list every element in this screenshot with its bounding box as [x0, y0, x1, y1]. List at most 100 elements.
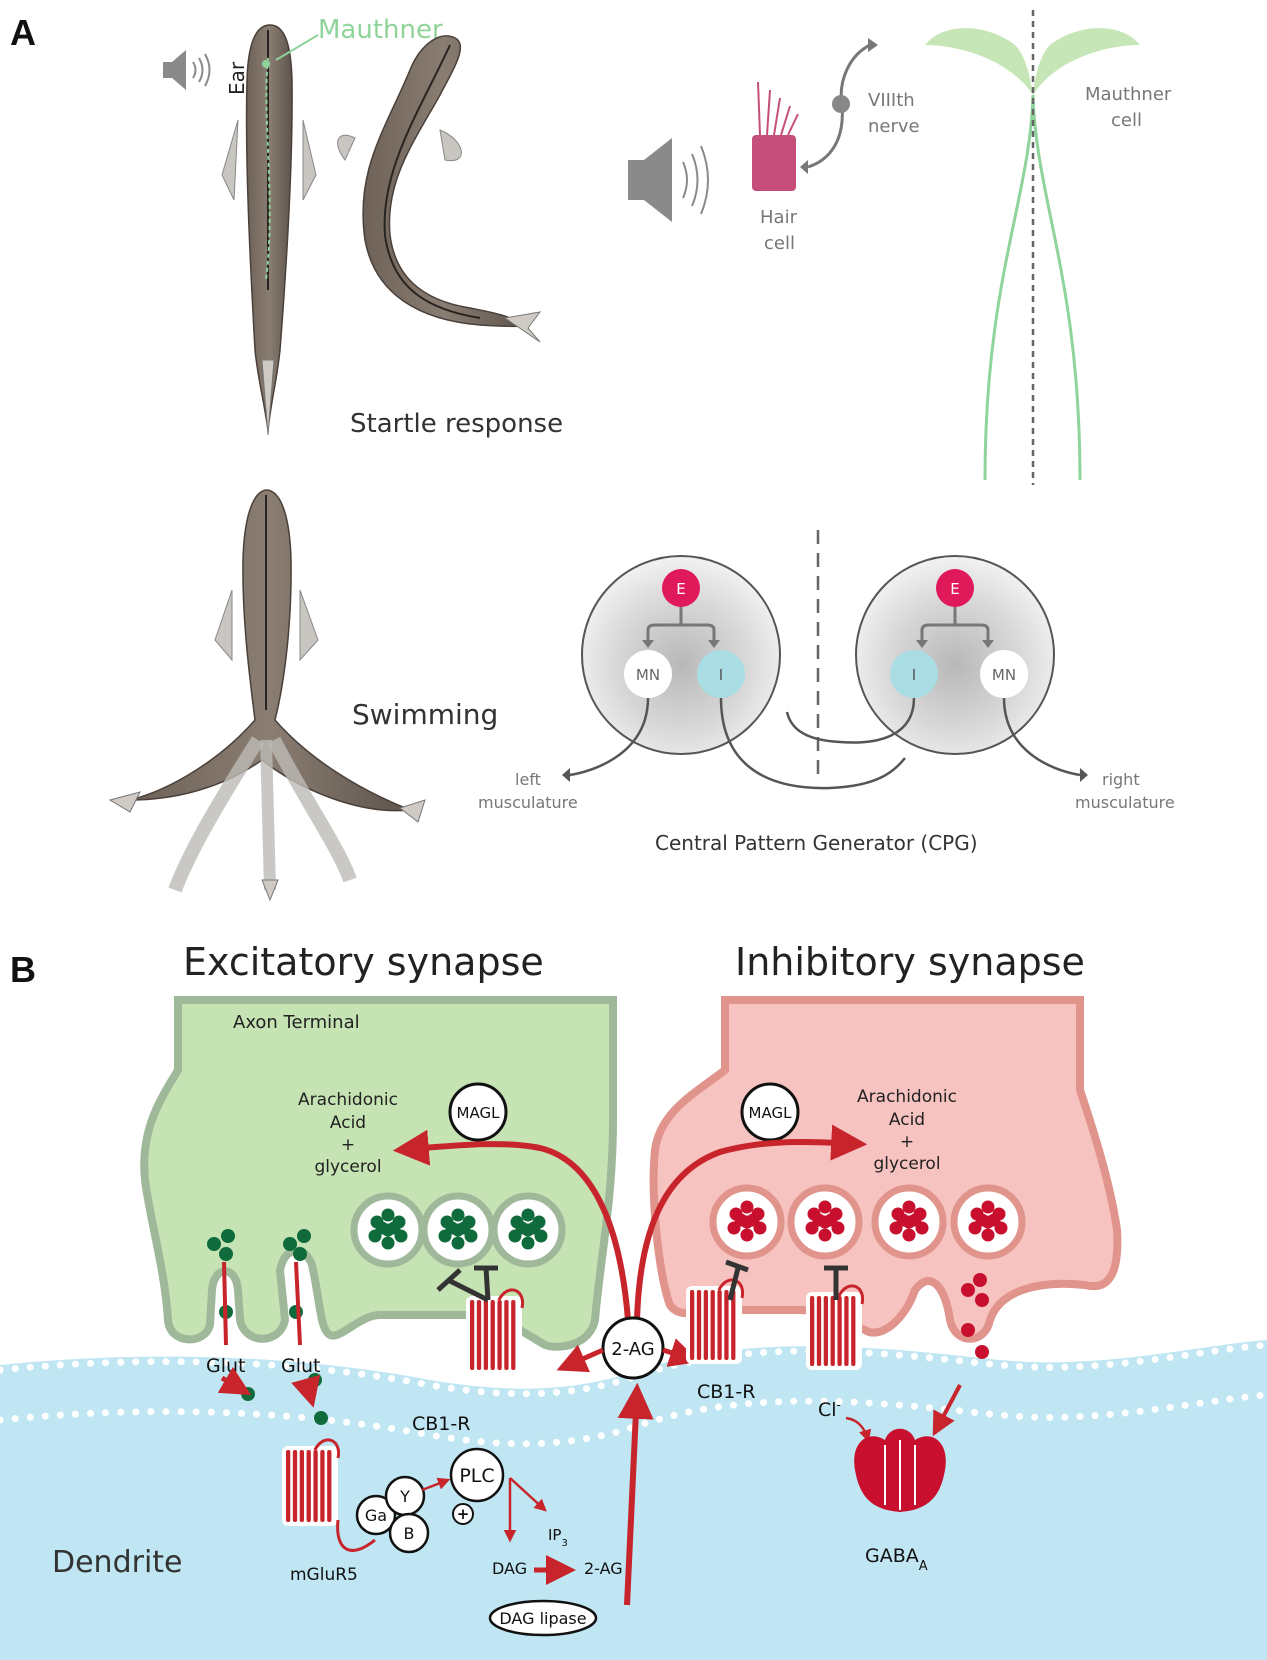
transmitter-dot [283, 1237, 297, 1251]
right-musculature-line1: right [1102, 770, 1140, 789]
transmitter-dot [975, 1293, 989, 1307]
transmitter-dot [973, 1273, 987, 1287]
transmitter-dot [457, 1221, 471, 1235]
arachidonic-left-1: Arachidonic [298, 1090, 398, 1110]
transmitter-dot [381, 1236, 395, 1250]
excitatory-title: Excitatory synapse [183, 940, 544, 984]
transmitter-dot [521, 1208, 535, 1222]
transmitter-dot [740, 1228, 754, 1242]
transmitter-dot [527, 1221, 541, 1235]
curled-fish [337, 35, 542, 343]
svg-text:MN: MN [636, 666, 660, 684]
cb1r-inhibit-right-b [824, 1265, 848, 1300]
svg-text:I: I [912, 666, 916, 684]
left-musculature-line2: musculature [478, 793, 578, 812]
dag-lipase [488, 1599, 598, 1637]
hair-cell [752, 81, 799, 191]
svg-text:DAG lipase: DAG lipase [499, 1609, 586, 1628]
mglur5-label: mGluR5 [290, 1565, 358, 1585]
cb1r-receptor-right-a [686, 1278, 745, 1364]
viiith-nerve-line1: VIIIth [868, 90, 915, 111]
axon-terminal-label: Axon Terminal [233, 1012, 360, 1033]
glut-label-left: Glut [206, 1355, 246, 1377]
transmitter-dot [824, 1213, 838, 1227]
panel-b: B Excitatory synapse Inhibitory synapse … [0, 940, 1267, 1660]
mauthner-axon-line [265, 57, 271, 281]
startle-label: Startle response [350, 409, 563, 439]
cpg-left-e [662, 569, 700, 607]
mauthner-label: Mauthner [318, 15, 443, 45]
transmitter-dot [734, 1213, 748, 1227]
transmitter-dot [297, 1229, 311, 1243]
inhibitory-title: Inhibitory synapse [735, 940, 1085, 984]
mauthner-soma [262, 60, 270, 68]
cb1r-receptor-right-b [806, 1284, 865, 1370]
cpg-right-e [936, 569, 974, 607]
transmitter-dot [375, 1221, 389, 1235]
red-vesicle-group [709, 1184, 1026, 1260]
swimming-label: Swimming [352, 698, 498, 731]
membrane-dots-bottom [0, 1391, 1267, 1448]
release-stem-left [222, 1261, 228, 1346]
transmitter-dot [961, 1283, 975, 1297]
transmitter-dot [740, 1200, 754, 1214]
g-beta [388, 1512, 430, 1554]
transmitter-dot [387, 1221, 401, 1235]
arrow-gaba [932, 1384, 962, 1437]
dag-label: DAG [492, 1559, 527, 1578]
transmitter-dot [445, 1221, 459, 1235]
transmitter-dot [902, 1200, 916, 1214]
cl-label: Cl- [818, 1398, 841, 1421]
arrow-glut-right [291, 1374, 321, 1408]
arrow-2ag-to-right-magl [634, 1124, 868, 1321]
transmitter-dot [812, 1213, 826, 1227]
svg-text:MN: MN [992, 666, 1016, 684]
cb1r-inhibit-right-a [725, 1259, 749, 1301]
arrow-glut-left [217, 1366, 252, 1396]
svg-text:MAGL: MAGL [749, 1104, 793, 1122]
speaker-icon [163, 50, 211, 90]
arrow-2ag-to-cb1r-left [556, 1344, 605, 1373]
svg-text:B: B [404, 1524, 415, 1543]
speaker-icon-large [628, 138, 709, 222]
release-stem-right [294, 1261, 302, 1346]
two-ag-small-label: 2-AG [584, 1559, 623, 1578]
arrow-g-to-plc [421, 1477, 451, 1492]
arrow-2ag-to-left-magl [392, 1129, 631, 1321]
arrow-plc-ip3 [509, 1477, 547, 1512]
cpg-left-mn [624, 650, 672, 698]
viiith-nerve-line2: nerve [868, 116, 920, 137]
cpg-left-i [697, 650, 745, 698]
transmitter-dot [896, 1213, 910, 1227]
cb1r-inhibit-left-a [436, 1268, 490, 1303]
cpg-right-i [890, 650, 938, 698]
vesicle-contents [207, 1200, 1008, 1307]
released-gaba [961, 1323, 975, 1337]
svg-text:E: E [676, 580, 685, 598]
mauthner-pointer [275, 34, 319, 61]
cpg-left-circle [581, 555, 781, 755]
arachidonic-right-1: Arachidonic [857, 1087, 957, 1107]
released-gaba [975, 1345, 989, 1359]
transmitter-dot [818, 1200, 832, 1214]
mauthner-cell [925, 28, 1140, 481]
arachidonic-left-3: + [341, 1135, 355, 1155]
svg-text:2-AG: 2-AG [611, 1339, 655, 1360]
svg-text:+: + [457, 1505, 470, 1523]
dendrite-label: Dendrite [52, 1545, 183, 1580]
panel-a: A Ear Mauthner [10, 10, 1175, 902]
transmitter-dot [293, 1247, 307, 1261]
cpg-right-mn [980, 650, 1028, 698]
panel-b-letter: B [10, 949, 36, 990]
arachidonic-right-4: glycerol [873, 1154, 940, 1174]
arachidonic-left-4: glycerol [314, 1157, 381, 1177]
transmitter-dot [521, 1236, 535, 1250]
cpg-diagram: E MN I E I MN [562, 530, 1088, 790]
arachidonic-left-2: Acid [330, 1113, 366, 1133]
arrow-dendrite-2ag-up [617, 1382, 654, 1606]
svg-text:PLC: PLC [459, 1465, 494, 1487]
svg-text:MAGL: MAGL [457, 1104, 501, 1122]
cb1r-label-right: CB1-R [697, 1381, 755, 1403]
transmitter-dot [381, 1208, 395, 1222]
arachidonic-right-3: + [900, 1132, 914, 1152]
